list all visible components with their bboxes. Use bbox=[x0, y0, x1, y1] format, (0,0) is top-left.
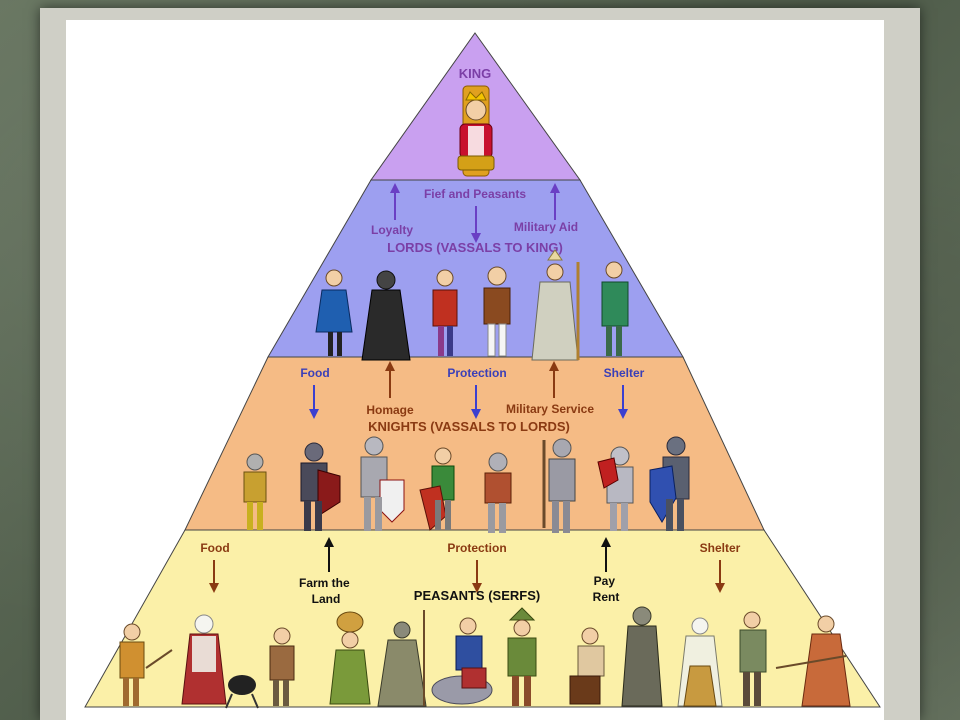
serf-icon bbox=[739, 611, 767, 706]
lords-loyalty-label: Loyalty bbox=[371, 223, 413, 237]
serf-icon bbox=[775, 615, 851, 707]
knight-icon bbox=[360, 436, 405, 531]
lords-military-aid-label: Military Aid bbox=[514, 220, 578, 234]
lords-fief-label: Fief and Peasants bbox=[424, 187, 526, 201]
knight-icon bbox=[243, 453, 267, 530]
rent-label-line-2: Rent bbox=[593, 590, 620, 604]
peasants-farm-label: Farm the Land bbox=[299, 576, 353, 606]
serf-icon bbox=[677, 617, 723, 707]
knights-military-service-label: Military Service bbox=[506, 402, 594, 416]
peasants-figures bbox=[119, 606, 851, 709]
knights-protection-label: Protection bbox=[447, 366, 506, 380]
knights-shelter-label: Shelter bbox=[604, 366, 645, 380]
lords-title: LORDS (VASSALS TO KING) bbox=[387, 240, 563, 255]
serf-icon bbox=[181, 614, 227, 705]
serf-icon bbox=[119, 623, 173, 706]
bishop-icon bbox=[531, 249, 580, 361]
serf-icon bbox=[377, 610, 427, 707]
knights-homage-label: Homage bbox=[366, 403, 414, 417]
serf-icon bbox=[569, 627, 605, 705]
serf-icon bbox=[621, 606, 663, 707]
serf-icon bbox=[269, 627, 295, 706]
peasants-protection-label: Protection bbox=[447, 541, 506, 555]
king-title: KING bbox=[459, 66, 492, 81]
noble-icon bbox=[601, 261, 629, 356]
king-icon bbox=[457, 85, 495, 177]
peasants-food-label: Food bbox=[200, 541, 229, 555]
rent-label-line-1: Pay bbox=[594, 574, 616, 588]
knight-icon bbox=[419, 447, 455, 531]
knight-icon bbox=[597, 446, 634, 531]
farm-label-line-1: Farm the bbox=[299, 576, 350, 590]
noble-icon bbox=[432, 269, 458, 356]
monk-icon bbox=[361, 270, 411, 361]
knights-figures bbox=[243, 436, 690, 533]
knight-icon bbox=[300, 442, 341, 531]
peasants-shelter-label: Shelter bbox=[700, 541, 741, 555]
serf-icon bbox=[329, 611, 371, 705]
lords-figures bbox=[315, 249, 629, 361]
knight-icon bbox=[649, 436, 690, 531]
knight-icon bbox=[542, 438, 576, 533]
knights-food-label: Food bbox=[300, 366, 329, 380]
farm-label-line-2: Land bbox=[312, 592, 341, 606]
lord-icon bbox=[315, 269, 353, 356]
knights-title: KNIGHTS (VASSALS TO LORDS) bbox=[368, 419, 570, 434]
serf-icon bbox=[431, 617, 493, 705]
knight-icon bbox=[484, 452, 512, 533]
serf-icon bbox=[225, 675, 259, 709]
serf-icon bbox=[507, 607, 537, 706]
peasants-title: PEASANTS (SERFS) bbox=[414, 588, 540, 603]
peasants-rent-label: Pay Rent bbox=[593, 574, 620, 604]
merchant-icon bbox=[483, 266, 511, 357]
